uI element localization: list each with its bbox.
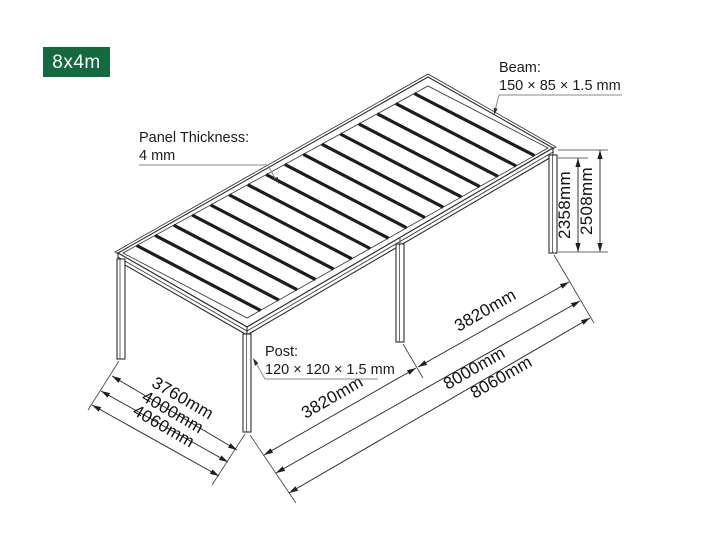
beam-face-line: [117, 151, 554, 332]
beam-leader: [494, 94, 622, 112]
roof-slat: [246, 183, 371, 250]
beam-title: Beam:: [499, 60, 541, 76]
post-front-right: [548, 154, 558, 254]
post-front-middle: [395, 243, 405, 343]
dimension-lines: [91, 150, 603, 494]
extension-line: [402, 343, 424, 379]
post-front-corner: [242, 333, 252, 433]
beam-arrowhead: [493, 107, 498, 115]
extension-line: [249, 434, 297, 504]
post-arrowhead: [253, 358, 259, 366]
panel-thickness-arrowhead: [274, 176, 279, 184]
dim-line-8060: [288, 317, 591, 494]
roof-slats: [135, 92, 536, 312]
roof-slat: [358, 122, 481, 189]
roof-slat: [284, 162, 408, 230]
dim-line-8000: [275, 300, 581, 474]
roof-slat: [302, 152, 426, 219]
post-value: 120 × 120 × 1.5 mm: [265, 362, 395, 378]
panel-thickness-leader: [139, 164, 277, 181]
post-rear-left: [116, 258, 126, 360]
roof-slat: [154, 233, 280, 302]
size-badge: 8x4m: [43, 47, 110, 77]
panel-thickness-title: Panel Thickness:: [139, 130, 249, 146]
dimension-labels: 3760mm 4000mm 4060mm 3820mm 3820mm 8000m…: [130, 167, 596, 451]
roof-frame-outline: [116, 76, 555, 328]
size-badge-label: 8x4m: [52, 52, 100, 73]
dim-line-4060: [91, 404, 220, 477]
extension-lines: [87, 149, 608, 504]
dim-label-2358: 2358mm: [555, 171, 574, 239]
post-title: Post:: [265, 344, 298, 360]
panel-thickness-callout: Panel Thickness: 4 mm: [139, 130, 279, 184]
size-badge-background: [43, 47, 110, 77]
panel-thickness-value: 4 mm: [139, 148, 175, 164]
roof-slat: [135, 244, 262, 312]
beam-value: 150 × 85 × 1.5 mm: [499, 78, 621, 94]
extension-line: [553, 254, 595, 324]
post-leader: [255, 362, 378, 380]
roof-slat: [172, 223, 298, 292]
roof: [114, 73, 557, 336]
roof-slat: [339, 132, 463, 199]
roof-slat: [191, 213, 317, 281]
roof-frame-inner: [122, 85, 549, 319]
dim-label-3820-left: 3820mm: [298, 372, 366, 422]
dim-label-3820-right: 3820mm: [451, 285, 519, 335]
dim-label-2508: 2508mm: [577, 167, 596, 235]
roof-slat: [395, 102, 517, 168]
roof-slat: [413, 92, 536, 158]
post-callout: Post: 120 × 120 × 1.5 mm: [253, 344, 395, 380]
roof-slat: [209, 203, 335, 271]
posts: [116, 154, 558, 433]
roof-slat: [376, 112, 499, 178]
extension-line: [87, 360, 120, 411]
extension-line: [211, 433, 246, 486]
roof-slat: [228, 193, 353, 261]
roof-slat: [265, 173, 390, 240]
beam-callout: Beam: 150 × 85 × 1.5 mm: [493, 60, 622, 115]
roof-slat: [321, 142, 444, 209]
